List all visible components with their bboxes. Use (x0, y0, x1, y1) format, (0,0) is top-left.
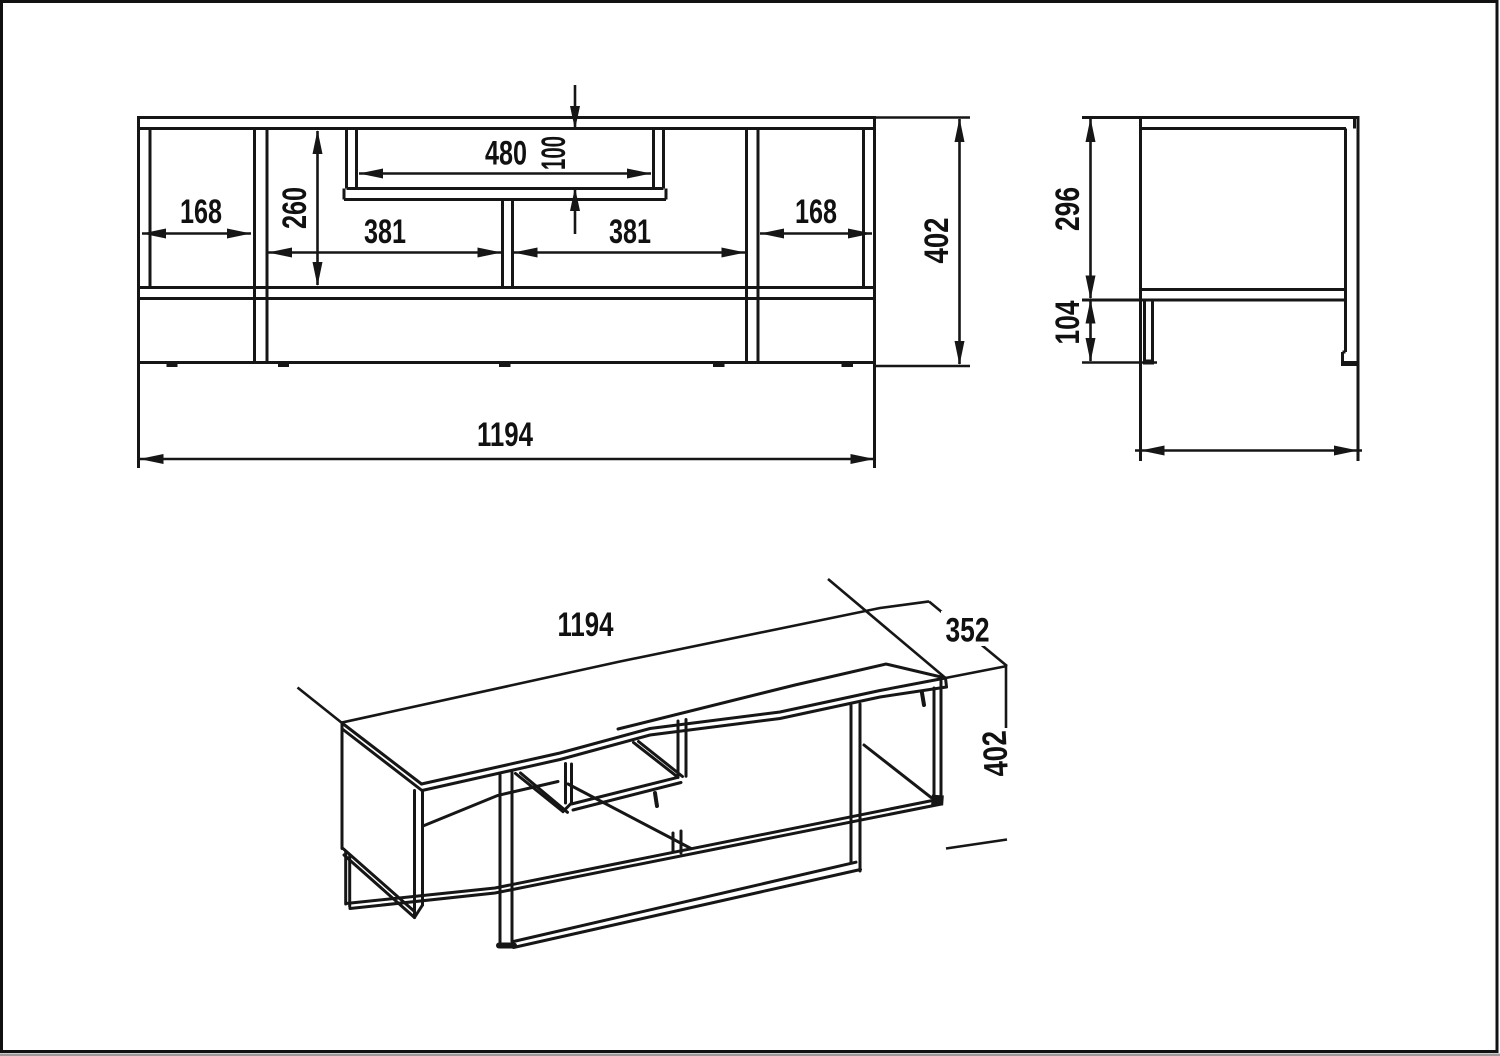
svg-text:381: 381 (609, 213, 651, 251)
svg-text:296: 296 (1049, 187, 1087, 231)
svg-text:402: 402 (918, 218, 956, 264)
svg-text:100: 100 (535, 136, 573, 170)
svg-text:1194: 1194 (477, 416, 533, 454)
svg-text:168: 168 (180, 193, 222, 231)
svg-text:480: 480 (485, 135, 527, 173)
svg-text:1194: 1194 (558, 606, 614, 644)
svg-text:381: 381 (364, 213, 406, 251)
svg-text:168: 168 (795, 193, 837, 231)
svg-text:352: 352 (946, 612, 990, 650)
svg-text:104: 104 (1049, 300, 1087, 344)
svg-text:260: 260 (276, 187, 314, 229)
svg-text:402: 402 (976, 730, 1016, 778)
